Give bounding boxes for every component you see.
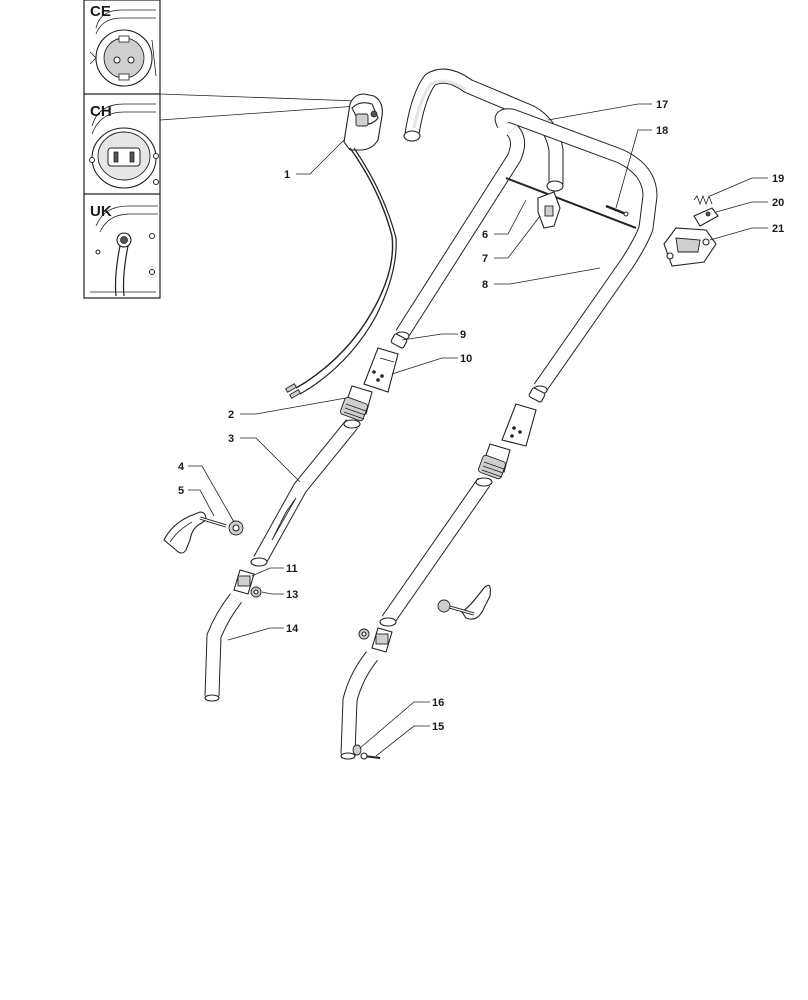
clamp-knob-left bbox=[340, 385, 373, 422]
power-cable bbox=[295, 147, 394, 389]
bushing-right bbox=[528, 387, 546, 403]
callout-19: 19 bbox=[772, 173, 784, 185]
callout-14: 14 bbox=[286, 623, 299, 635]
uk-plug-panel bbox=[90, 205, 158, 297]
sleeve-left bbox=[363, 347, 399, 393]
clamp-block-left bbox=[233, 569, 255, 595]
callout-17: 17 bbox=[656, 99, 668, 111]
sleeve-right bbox=[501, 403, 537, 447]
cross-rod bbox=[505, 177, 637, 229]
bottom-tube-left bbox=[204, 593, 242, 702]
callout-leaders bbox=[188, 103, 768, 757]
callout-4: 4 bbox=[178, 461, 185, 473]
cam-lever-right bbox=[437, 584, 491, 620]
clamp-block-right bbox=[371, 627, 393, 653]
callout-numbers: 1 2 3 4 5 6 7 8 9 10 11 13 14 15 16 17 1… bbox=[178, 99, 784, 733]
ch-label: CH bbox=[90, 103, 112, 120]
washer-right bbox=[358, 628, 370, 640]
clamp-knob-right bbox=[478, 443, 511, 480]
cam-lever-left bbox=[163, 511, 227, 554]
callout-21: 21 bbox=[772, 223, 784, 235]
inset-connector-bottom bbox=[159, 105, 359, 121]
bushing-left bbox=[390, 333, 408, 349]
callout-20: 20 bbox=[772, 197, 784, 209]
callout-2: 2 bbox=[228, 409, 234, 421]
callout-6: 6 bbox=[482, 229, 488, 241]
callout-11: 11 bbox=[286, 563, 298, 575]
lower-tube-left bbox=[250, 419, 361, 567]
callout-1: 1 bbox=[284, 169, 290, 181]
callout-18: 18 bbox=[656, 125, 668, 137]
end-cap bbox=[352, 744, 362, 756]
callout-16: 16 bbox=[432, 697, 444, 709]
bottom-tube-right bbox=[340, 651, 378, 760]
callout-8: 8 bbox=[482, 279, 488, 291]
ce-plug-panel bbox=[89, 9, 157, 87]
cable-terminals bbox=[285, 383, 301, 399]
pin bbox=[605, 204, 629, 217]
nut-left bbox=[228, 520, 244, 536]
inset-connector-top bbox=[159, 93, 359, 102]
ce-label: CE bbox=[90, 3, 111, 20]
ch-plug-panel bbox=[89, 103, 159, 189]
screw bbox=[360, 752, 381, 760]
uk-label: UK bbox=[90, 203, 112, 220]
bracket bbox=[663, 227, 717, 267]
callout-7: 7 bbox=[482, 253, 488, 265]
switch-box bbox=[343, 93, 383, 151]
callout-10: 10 bbox=[460, 353, 472, 365]
callout-9: 9 bbox=[460, 329, 466, 341]
callout-15: 15 bbox=[432, 721, 444, 733]
upper-handle-bar bbox=[394, 68, 658, 395]
lower-tube-right bbox=[379, 477, 493, 627]
plug-variants-inset: CE CH UK bbox=[83, 0, 161, 299]
cable-clip bbox=[537, 191, 561, 229]
callout-13: 13 bbox=[286, 589, 298, 601]
latch bbox=[693, 207, 719, 227]
callout-3: 3 bbox=[228, 433, 234, 445]
callout-5: 5 bbox=[178, 485, 184, 497]
washer-left bbox=[250, 586, 262, 598]
spring bbox=[693, 194, 713, 206]
